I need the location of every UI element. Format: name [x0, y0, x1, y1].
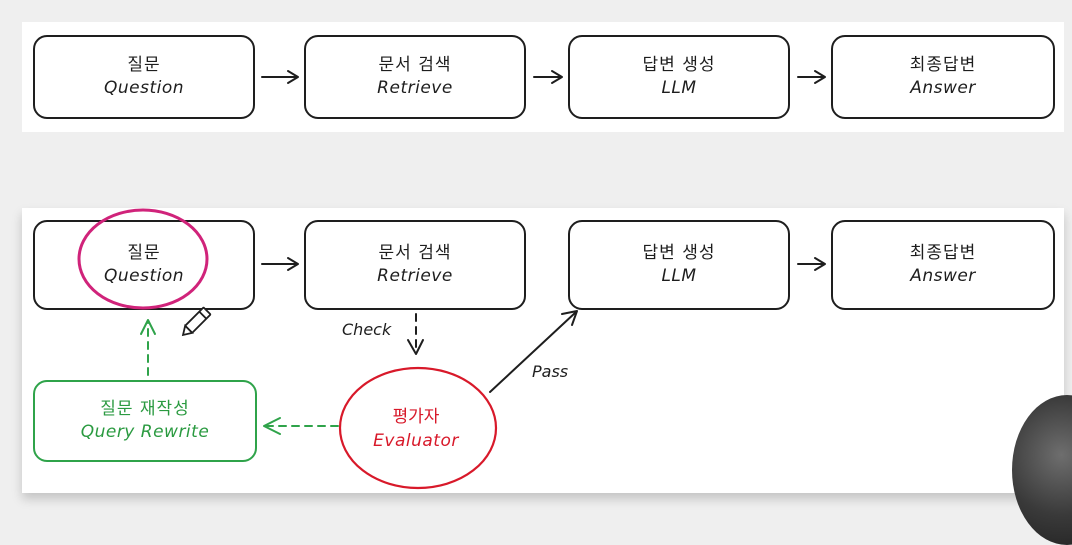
top-question-en: Question	[103, 78, 185, 98]
top-retrieve-en: Retrieve	[377, 78, 453, 98]
bottom-generate-en: LLM	[661, 266, 697, 286]
bottom-answer-en: Answer	[910, 266, 976, 286]
top-generate-node: 답변 생성 LLM	[568, 35, 790, 119]
evaluator-node: 평가자 Evaluator	[336, 385, 496, 475]
arrow-retrieve-to-generate	[533, 70, 563, 84]
arrow-bottom-generate-to-answer	[797, 257, 826, 271]
evaluator-en: Evaluator	[373, 431, 459, 451]
bottom-retrieve-ko: 문서 검색	[378, 243, 452, 263]
pass-label: Pass	[532, 362, 569, 381]
query-rewrite-en: Query Rewrite	[80, 422, 210, 442]
bottom-question-node: 질문 Question	[33, 220, 255, 310]
highlight-circle	[77, 208, 209, 310]
arrow-evaluator-to-rewrite	[263, 417, 339, 435]
evaluator-circle	[338, 366, 498, 490]
top-retrieve-node: 문서 검색 Retrieve	[304, 35, 526, 119]
bottom-retrieve-en: Retrieve	[377, 266, 453, 286]
top-answer-en: Answer	[910, 78, 976, 98]
top-retrieve-ko: 문서 검색	[378, 55, 452, 75]
bottom-question-ko: 질문	[127, 243, 161, 263]
top-answer-node: 최종답변 Answer	[831, 35, 1055, 119]
check-label: Check	[342, 320, 392, 339]
arrow-question-to-retrieve	[261, 70, 299, 84]
bottom-question-en: Question	[103, 266, 185, 286]
arrow-generate-to-answer	[797, 70, 826, 84]
bottom-answer-node: 최종답변 Answer	[831, 220, 1055, 310]
bottom-generate-node: 답변 생성 LLM	[568, 220, 790, 310]
top-generate-ko: 답변 생성	[642, 55, 716, 75]
arrow-pass	[489, 310, 578, 393]
top-answer-ko: 최종답변	[909, 55, 977, 75]
top-question-ko: 질문	[127, 55, 161, 75]
pencil-icon	[181, 306, 212, 337]
bottom-answer-ko: 최종답변	[909, 243, 977, 263]
top-question-node: 질문 Question	[33, 35, 255, 119]
evaluator-ko: 평가자	[392, 407, 440, 427]
query-rewrite-ko: 질문 재작성	[100, 399, 190, 419]
arrow-bottom-question-to-retrieve	[261, 257, 299, 271]
bottom-generate-ko: 답변 생성	[642, 243, 716, 263]
query-rewrite-node: 질문 재작성 Query Rewrite	[33, 380, 257, 462]
top-generate-en: LLM	[661, 78, 697, 98]
bottom-retrieve-node: 문서 검색 Retrieve	[304, 220, 526, 310]
arrow-check	[407, 313, 424, 355]
arrow-rewrite-to-question	[140, 319, 156, 376]
diagram-connectors	[77, 70, 826, 490]
